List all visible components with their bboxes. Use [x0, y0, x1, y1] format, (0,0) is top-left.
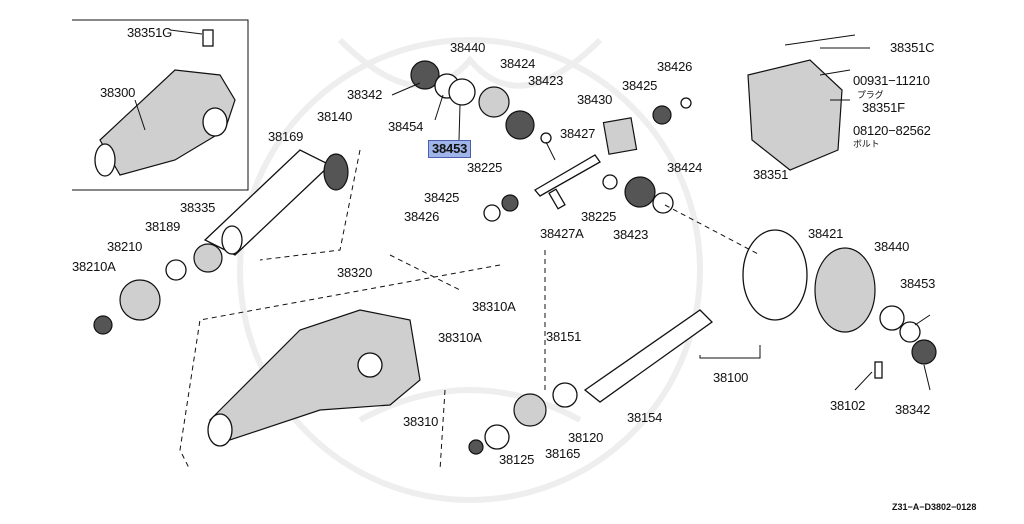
part-label-38169[interactable]: 38169: [268, 129, 304, 144]
part-label-38351g[interactable]: 38351G: [127, 25, 173, 40]
part-label-38423-top[interactable]: 38423: [528, 73, 564, 88]
part-label-38427a[interactable]: 38427A: [540, 226, 584, 241]
part-label-38120[interactable]: 38120: [568, 430, 604, 445]
part-label-38342-right[interactable]: 38342: [895, 402, 931, 417]
part-label-38310a-bottom[interactable]: 38310A: [438, 330, 482, 345]
part-label-38335[interactable]: 38335: [180, 200, 216, 215]
part-label-38125[interactable]: 38125: [499, 452, 535, 467]
part-label-38421[interactable]: 38421: [808, 226, 844, 241]
assembly-guide-lines: [179, 149, 761, 471]
part-label-38454[interactable]: 38454: [388, 119, 424, 134]
part-label-00931-11210[interactable]: 00931−11210: [853, 73, 930, 88]
part-label-38453-selected[interactable]: 38453: [428, 140, 472, 158]
part-label-38453-right[interactable]: 38453: [900, 276, 936, 291]
part-label-38225-top[interactable]: 38225: [467, 160, 503, 175]
watermark-emblem: [237, 37, 703, 503]
leader-lines: [134, 29, 931, 391]
part-label-38427[interactable]: 38427: [560, 126, 596, 141]
part-label-38100[interactable]: 38100: [713, 370, 749, 385]
part-label-38351c[interactable]: 38351C: [890, 40, 935, 55]
part-label-38102[interactable]: 38102: [830, 398, 866, 413]
top-differential-gears: [410, 60, 692, 222]
part-label-38425-mid[interactable]: 38425: [424, 190, 460, 205]
part-label-38310a-top[interactable]: 38310A: [472, 299, 516, 314]
part-label-38440-right[interactable]: 38440: [874, 239, 910, 254]
part-label-38320[interactable]: 38320: [337, 265, 373, 280]
part-label-38430[interactable]: 38430: [577, 92, 613, 107]
part-label-38189[interactable]: 38189: [145, 219, 181, 234]
part-label-38140[interactable]: 38140: [317, 109, 353, 124]
part-label-38154[interactable]: 38154: [627, 410, 663, 425]
part-label-38342-top[interactable]: 38342: [347, 87, 383, 102]
part-label-38426-mid[interactable]: 38426: [404, 209, 440, 224]
part-label-38423-mid[interactable]: 38423: [613, 227, 649, 242]
rear-cover-assembly: [747, 34, 856, 171]
part-label-38424-top[interactable]: 38424: [500, 56, 536, 71]
part-label-38351[interactable]: 38351: [753, 167, 789, 182]
part-label-38210a[interactable]: 38210A: [72, 259, 116, 274]
ring-gear-and-case: [742, 229, 937, 379]
plug-note: プラグ: [857, 90, 884, 100]
part-label-38165[interactable]: 38165: [545, 446, 581, 461]
part-label-38300[interactable]: 38300: [100, 85, 136, 100]
drive-pinion-tube: [93, 149, 349, 335]
part-label-38210[interactable]: 38210: [107, 239, 143, 254]
differential-housing: [207, 309, 421, 447]
drive-pinion-and-bearings: [468, 309, 714, 455]
part-label-38424-mid[interactable]: 38424: [667, 160, 703, 175]
diagram-code: Z31−A−D3802−0128: [892, 502, 977, 512]
part-label-38310[interactable]: 38310: [403, 414, 439, 429]
bolt-note: ボルト: [853, 139, 880, 149]
part-label-08120-82562[interactable]: 08120−82562: [853, 123, 931, 138]
part-label-38351f[interactable]: 38351F: [862, 100, 905, 115]
differential-carrier-assembly: [72, 19, 249, 191]
part-label-38151[interactable]: 38151: [546, 329, 582, 344]
part-label-38440-top[interactable]: 38440: [450, 40, 486, 55]
part-label-38425-top[interactable]: 38425: [622, 78, 658, 93]
part-label-38426-top[interactable]: 38426: [657, 59, 693, 74]
part-label-38225-mid[interactable]: 38225: [581, 209, 617, 224]
